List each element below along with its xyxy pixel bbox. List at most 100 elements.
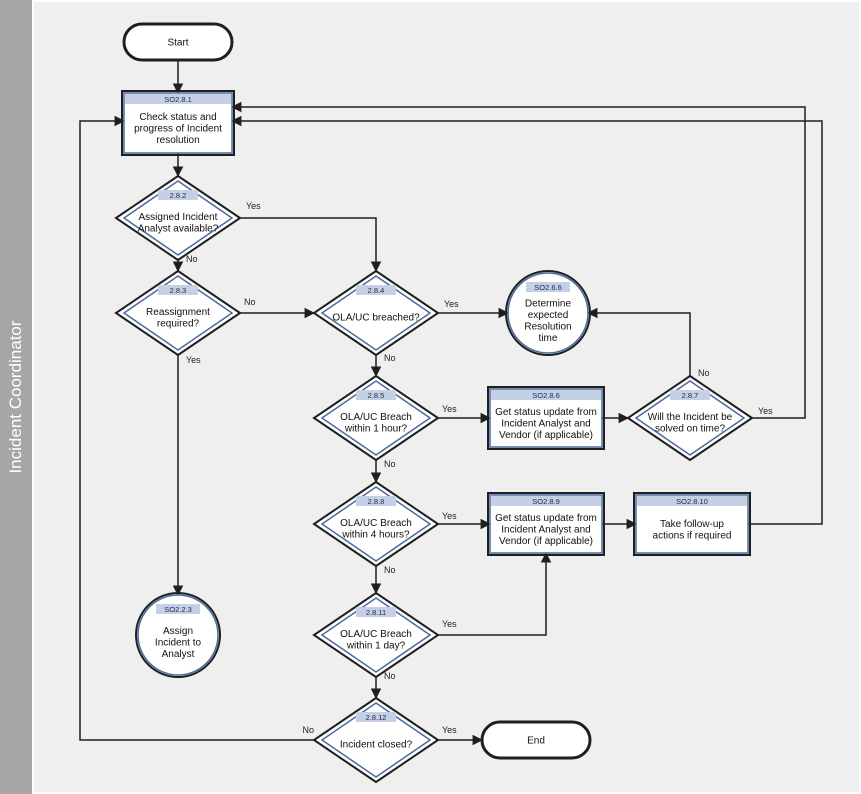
node-code: SO2.8.10 xyxy=(676,497,708,506)
node-text-line: Will the Incident be xyxy=(648,412,733,423)
edges-layer xyxy=(79,60,823,746)
edge-d2812-to-so281 xyxy=(79,115,314,741)
node-text-line: expected xyxy=(528,310,569,321)
decision-inner-border xyxy=(122,180,234,256)
edge-d282-to-d284 xyxy=(240,217,382,273)
node-text-line: resolution xyxy=(156,135,199,146)
connector-shape xyxy=(137,594,219,676)
node-text-line: actions if required xyxy=(653,530,732,541)
process-outer-border xyxy=(121,90,235,156)
edge-label-no-d287: No xyxy=(698,368,710,378)
edge-d2811-to-so289 xyxy=(438,551,552,636)
edge-label-no-d285: No xyxy=(384,459,396,469)
node-text-line: Vendor (if applicable) xyxy=(499,536,593,547)
edge-label-no-d282: No xyxy=(186,254,198,264)
node-text-line: Determine xyxy=(525,298,572,309)
node-code: SO2.8.1 xyxy=(164,95,192,104)
swimlane-header: Incident Coordinator xyxy=(0,0,32,794)
decision-inner-border xyxy=(320,275,432,351)
decision-inner-border xyxy=(320,597,432,673)
node-text-line: Incident Analyst and xyxy=(501,525,591,536)
node-text-line: Get status update from xyxy=(495,407,597,418)
node-code: 2.8.5 xyxy=(368,391,385,400)
edge-label-yes-d283: Yes xyxy=(186,355,201,365)
node-text-line: Reassignment xyxy=(146,307,210,318)
code-band xyxy=(637,496,747,506)
node-text-line: OLA/UC Breach xyxy=(340,518,412,529)
code-band xyxy=(491,496,601,506)
node-text-line: required? xyxy=(157,318,200,329)
edge-d287-to-so281 xyxy=(230,101,806,419)
code-band xyxy=(491,390,601,400)
decision-shape xyxy=(312,591,440,679)
decision-inner-border xyxy=(320,486,432,562)
code-band xyxy=(356,285,396,295)
node-code: SO2.8.6 xyxy=(532,391,560,400)
edge-label-yes-d2812: Yes xyxy=(442,725,457,735)
process-outer-border xyxy=(487,492,605,556)
node-text-line: Get status update from xyxy=(495,513,597,524)
node-text-line: Vendor (if applicable) xyxy=(499,430,593,441)
terminal-shape xyxy=(122,22,234,62)
code-band xyxy=(356,607,396,617)
connector-outer-ring xyxy=(135,592,221,678)
node-code: 2.8.7 xyxy=(682,391,699,400)
node-text-line: OLA/UC Breach xyxy=(340,629,412,640)
edge-label-yes-d285: Yes xyxy=(442,404,457,414)
node-text-line: Start xyxy=(167,38,188,49)
terminal-shape xyxy=(480,720,592,760)
connector-shape xyxy=(507,272,589,354)
decision-shape xyxy=(312,374,440,462)
edge-so2810-to-so281 xyxy=(230,115,823,525)
edge-label-no-d283: No xyxy=(244,297,256,307)
edge-label-yes-d288: Yes xyxy=(442,511,457,521)
decision-inner-border xyxy=(634,380,746,456)
edge-label-no-d288: No xyxy=(384,565,396,575)
node-text-line: OLA/UC breached? xyxy=(332,313,420,324)
code-band xyxy=(356,390,396,400)
code-band xyxy=(526,282,570,292)
decision-shape xyxy=(626,374,754,462)
decision-shape xyxy=(312,480,440,568)
node-text-line: Check status and xyxy=(139,112,216,123)
edge-label-no-d284: No xyxy=(384,353,396,363)
node-text-line: Analyst xyxy=(162,649,195,660)
edge-label-no-d2811: No xyxy=(384,671,396,681)
terminal-end: End xyxy=(480,720,592,760)
edge-label-yes-d2811: Yes xyxy=(442,619,457,629)
node-text-line: within 1 hour? xyxy=(344,423,408,434)
decision-shape xyxy=(114,174,242,262)
code-band xyxy=(158,285,198,295)
code-band xyxy=(156,604,200,614)
code-band xyxy=(158,190,198,200)
node-text-line: OLA/UC Breach xyxy=(340,412,412,423)
decision-shape xyxy=(312,696,440,784)
node-code: SO2.8.9 xyxy=(532,497,560,506)
node-text-line: within 4 hours? xyxy=(341,529,410,540)
decision-inner-border xyxy=(320,702,432,778)
node-text-line: time xyxy=(539,333,558,344)
edge-label-yes-d287: Yes xyxy=(758,406,773,416)
node-text-line: Resolution xyxy=(524,321,571,332)
code-band xyxy=(356,712,396,722)
decision-shape xyxy=(114,269,242,357)
node-text-line: Incident to xyxy=(155,638,202,649)
terminal-start: Start xyxy=(122,22,234,62)
node-text-line: within 1 day? xyxy=(346,640,406,651)
node-code: 2.8.11 xyxy=(366,608,386,617)
edge-label-no-d2812: No xyxy=(302,725,314,735)
code-band xyxy=(125,94,231,104)
node-code: 2.8.8 xyxy=(368,497,385,506)
